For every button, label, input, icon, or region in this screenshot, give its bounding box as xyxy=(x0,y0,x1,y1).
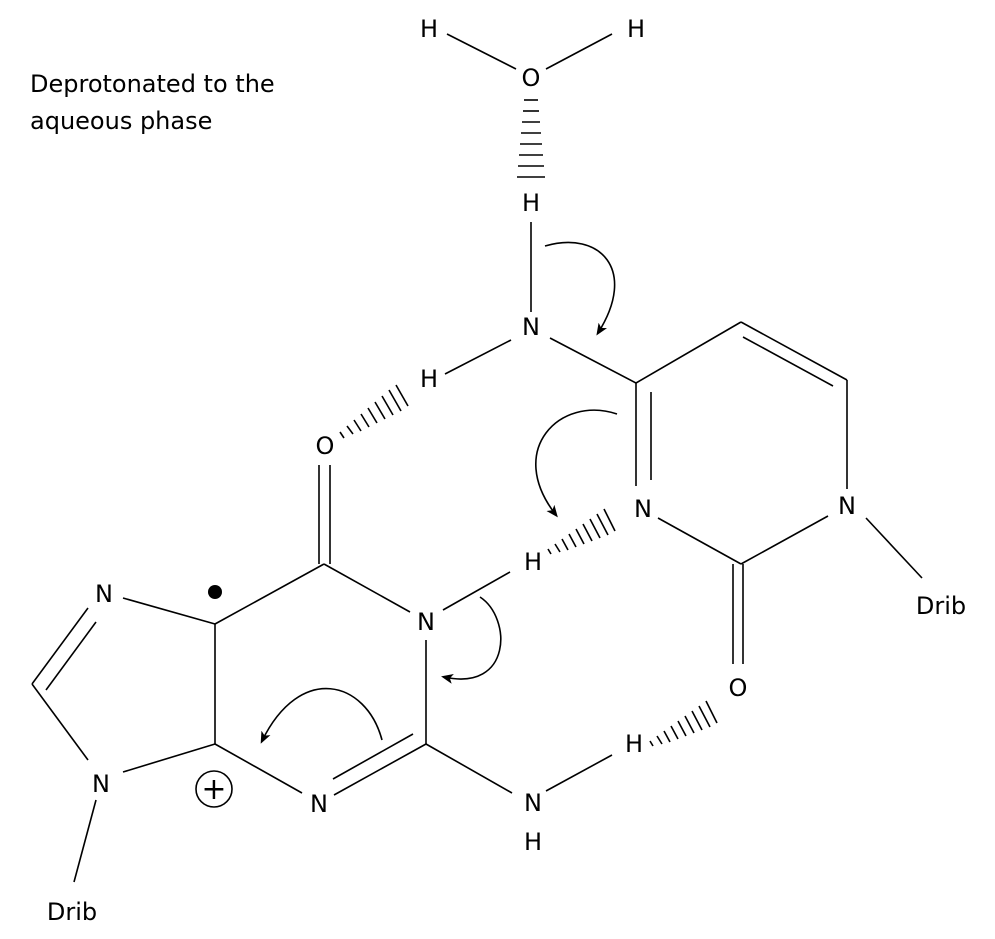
bond-c2-n3-inner xyxy=(332,733,414,780)
bonds xyxy=(31,33,923,883)
arrow-4 xyxy=(260,687,383,744)
bond-c6-c5 xyxy=(214,563,325,625)
bond-n9-c4 xyxy=(122,743,216,773)
bond-amino-n-c4 xyxy=(549,337,637,384)
bond-n9-drib xyxy=(73,799,97,883)
atom-c-o2: O xyxy=(729,674,748,702)
bond-c2-n2 xyxy=(425,743,513,794)
arrow-1 xyxy=(544,241,616,336)
annotation-line-1: Deprotonated to the xyxy=(30,70,275,98)
hbond-h1-n3 xyxy=(547,508,616,555)
charge-plus: + xyxy=(201,772,226,807)
bond-c5-c6 xyxy=(740,321,848,381)
atom-water-h-right: H xyxy=(627,15,645,43)
arrow-2 xyxy=(535,409,618,518)
charge-circle xyxy=(195,770,233,808)
atom-g-h1: H xyxy=(524,548,542,576)
bond-c5-c6-inner xyxy=(742,336,834,387)
atom-g-o6: O xyxy=(316,432,335,460)
annotation-text: Deprotonated to the aqueous phase xyxy=(30,66,275,140)
atom-g-n3: N xyxy=(310,790,328,818)
atom-water-h-left: H xyxy=(420,15,438,43)
hbond-water-o-h xyxy=(517,99,545,178)
atom-g-n2: N xyxy=(524,789,542,817)
atom-water-o: O xyxy=(522,64,541,92)
bond-n2-h2 xyxy=(545,754,613,792)
hydrogen-bonds xyxy=(339,99,718,747)
bond-n1-h1 xyxy=(442,571,511,611)
arrow-3 xyxy=(441,596,502,684)
atom-c-n3: N xyxy=(634,495,652,523)
atom-g-n9: N xyxy=(92,770,110,798)
annotation-line-2: aqueous phase xyxy=(30,107,213,135)
bond-water-h-right xyxy=(545,33,613,70)
bond-amino-h xyxy=(444,339,512,375)
atom-amino-h: H xyxy=(420,365,438,393)
bond-c8-n9 xyxy=(31,683,89,761)
bond-n7-c8 xyxy=(31,607,89,685)
bond-c2-n1 xyxy=(740,515,829,565)
hbond-o6-amino-h xyxy=(339,384,409,439)
bond-n3-c4 xyxy=(214,743,303,794)
atom-g-n2-h: H xyxy=(524,828,542,856)
atom-c-drib: Drib xyxy=(916,592,966,620)
bond-c5-n7 xyxy=(122,597,216,625)
atom-g-h2: H xyxy=(625,730,643,758)
hbond-h2-o2 xyxy=(649,700,718,747)
bond-n7-c8-inner xyxy=(45,621,97,691)
bond-n3-c2 xyxy=(657,517,742,565)
atom-amino-n: N xyxy=(522,313,540,341)
curved-arrows xyxy=(260,241,618,744)
atom-c-n1: N xyxy=(838,492,856,520)
atom-water-hb-h: H xyxy=(522,189,540,217)
atom-labels: H H O H N H O N N Drib H N O H N N N N H… xyxy=(47,15,966,926)
bond-c6-n1 xyxy=(323,563,411,613)
bond-c2-n3 xyxy=(333,743,427,796)
bond-c4-c5 xyxy=(635,321,742,384)
atom-g-n7: N xyxy=(95,580,113,608)
atom-g-n1: N xyxy=(417,608,435,636)
radical-dot xyxy=(208,585,222,599)
bond-water-h-left xyxy=(446,33,517,70)
atom-g-drib: Drib xyxy=(47,898,97,926)
bond-n1-drib xyxy=(865,517,923,579)
